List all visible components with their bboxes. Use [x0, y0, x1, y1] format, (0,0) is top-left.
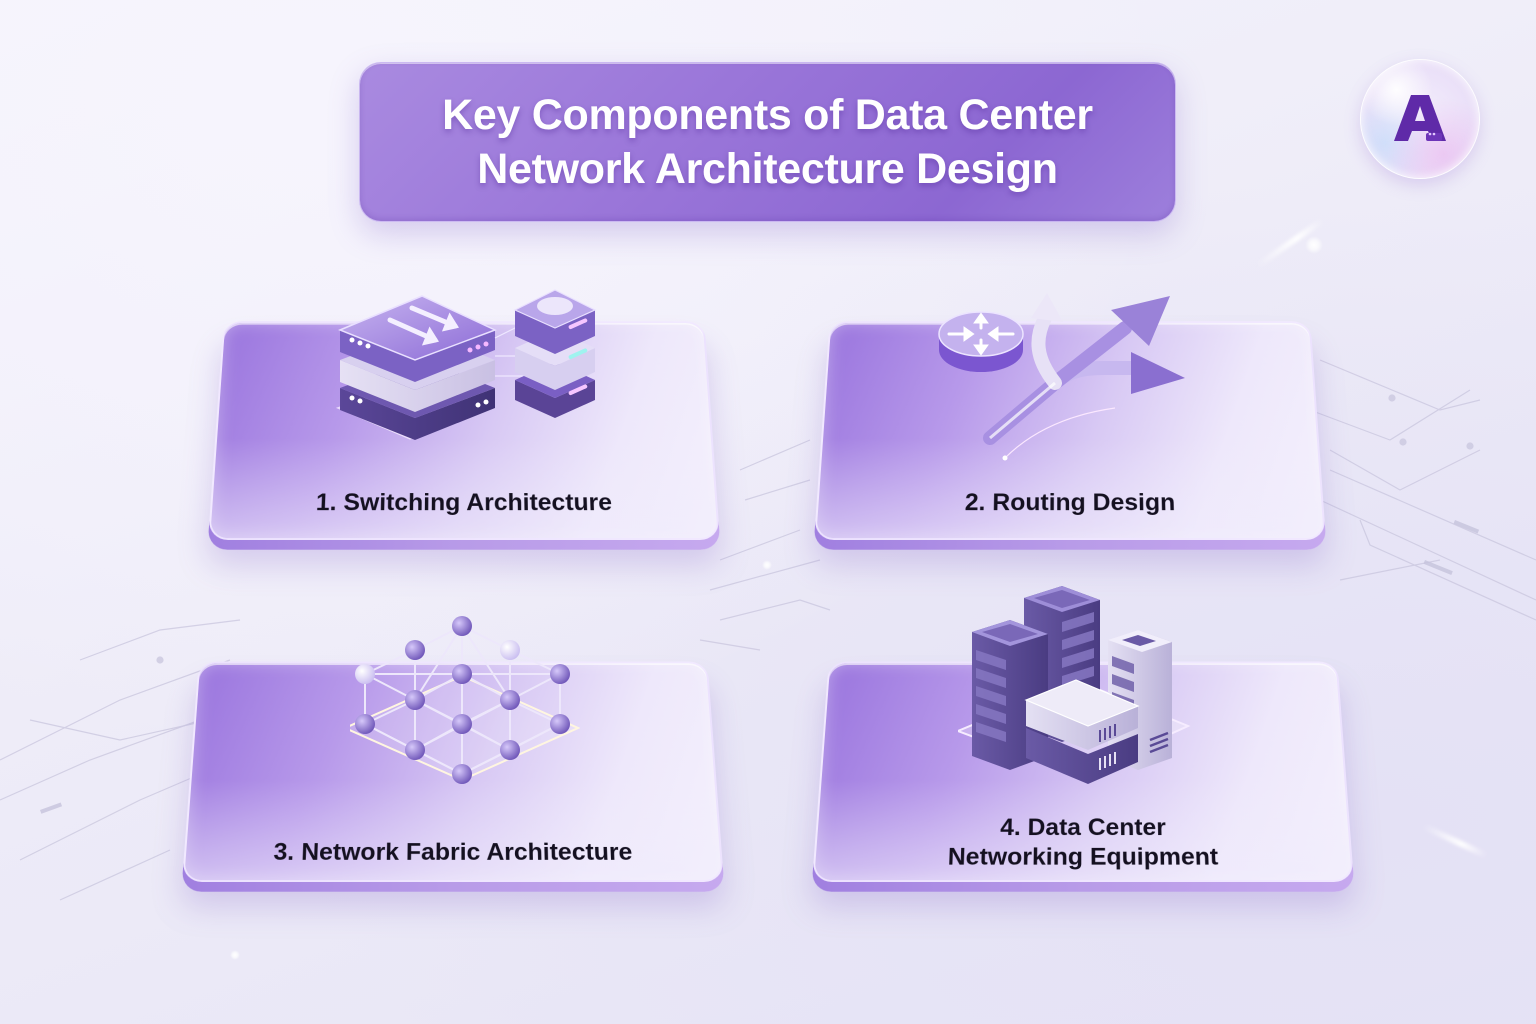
server-racks-icon — [958, 586, 1191, 784]
router-branching-arrows-icon — [938, 293, 1185, 461]
card-label: 2. Routing Design — [964, 489, 1176, 516]
page-title-line-2: Network Architecture Design — [477, 145, 1058, 193]
mesh-fabric-icon — [350, 616, 580, 784]
card-label-line-2: Networking Equipment — [947, 843, 1219, 871]
card-label: 1. Switching Architecture — [315, 489, 613, 516]
sparkle — [1305, 236, 1323, 254]
page-title-banner: Key Components of Data Center Network Ar… — [359, 62, 1176, 222]
card-label-line-1: 4. Data Center — [999, 814, 1167, 841]
light-flare — [1422, 823, 1488, 859]
sparkle — [762, 560, 772, 570]
brand-logo — [1360, 59, 1480, 179]
sparkle — [230, 950, 240, 960]
bubble-logo-icon — [1394, 95, 1446, 141]
card-label: 3. Network Fabric Architecture — [272, 838, 634, 866]
network-switch-stack-icon — [335, 289, 597, 440]
page-title-line-1: Key Components of Data Center — [442, 91, 1093, 139]
